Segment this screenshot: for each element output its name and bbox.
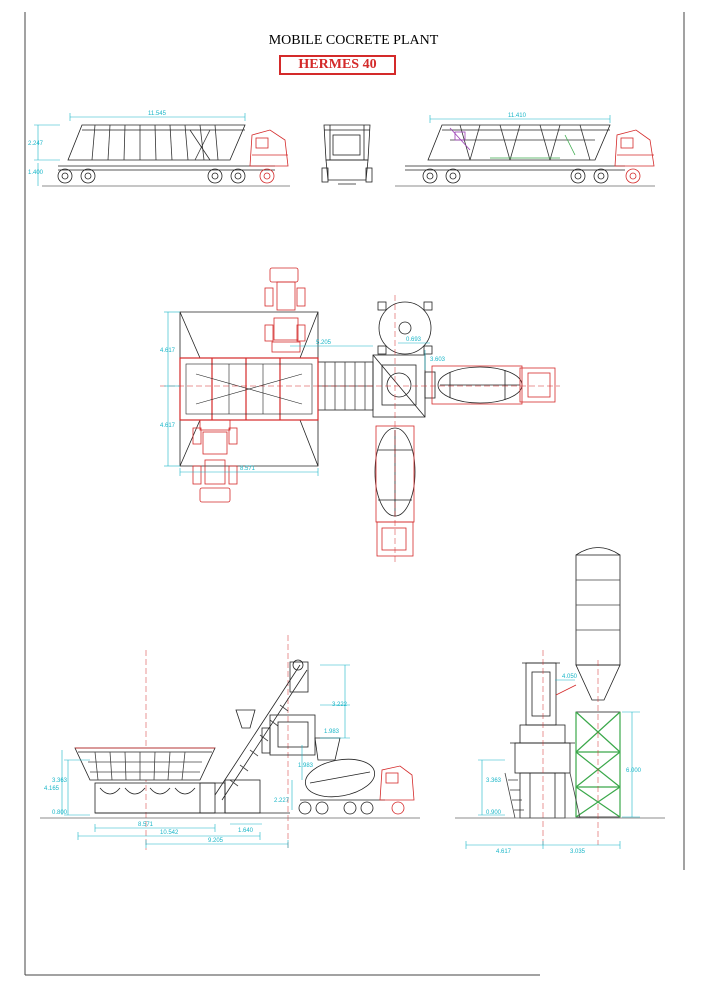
elevation-mixer-truck-cab — [379, 765, 415, 815]
elevation-conveyor-tower — [214, 659, 341, 814]
mixer-truck-right — [437, 366, 523, 404]
dim-plan-half-bottom: 4.617 — [160, 423, 176, 429]
dim-side-ground: 1.400 — [28, 170, 44, 176]
dim-elev-width: 8.571 — [138, 822, 154, 828]
drawing-title: MOBILE COCRETE PLANT — [268, 33, 439, 48]
wheel-loader-bottom — [192, 419, 238, 503]
front-tower — [504, 662, 581, 819]
dim-front-silo-angle: 4.050 — [562, 674, 578, 680]
transport-side-view-left — [42, 124, 290, 187]
dim-elev-length: 10.542 — [160, 830, 179, 836]
front-dimension-lines — [465, 679, 640, 849]
plan-axes — [160, 295, 560, 565]
dim-front-height: 3.363 — [486, 778, 502, 784]
wheel-loader-top — [264, 267, 306, 353]
transport-rear-view — [321, 124, 373, 185]
front-axes — [542, 650, 599, 845]
mixer-truck-right-cab — [431, 365, 556, 405]
dim-front-base: 0.900 — [486, 810, 502, 816]
transport-side-view-right — [395, 124, 655, 187]
dim-elev-skip: 2.227 — [274, 798, 290, 804]
truck-cab-right — [614, 129, 655, 184]
dim-elev-height-a: 3.363 — [52, 778, 68, 784]
dim-front-silo-height: 6.000 — [626, 768, 642, 774]
dim-elev-base: 0.800 — [52, 810, 68, 816]
dim-front-width-right: 3.035 — [570, 849, 586, 855]
dimension-lines-top-left — [34, 113, 246, 186]
plan-dimension-lines — [164, 311, 430, 476]
dim-side-height: 2.247 — [28, 141, 44, 147]
dim-elev-gap: 1.640 — [238, 828, 254, 834]
dim-plan-mixer: 3.603 — [430, 357, 446, 363]
truck-cab-left — [249, 129, 289, 184]
dim-side-length-right: 11.410 — [508, 113, 527, 119]
elevation-dimension-lines — [61, 664, 350, 848]
dim-front-width-left: 4.617 — [496, 849, 512, 855]
sheet-frame — [24, 12, 685, 976]
dim-elev-mid: 1.983 — [324, 729, 340, 735]
dimension-lines-top-right — [429, 115, 611, 123]
dim-plan-conveyor: 5.205 — [316, 340, 332, 346]
dim-plan-silo: 0.693 — [406, 337, 422, 343]
dim-elev-low: 1.983 — [298, 763, 314, 769]
dim-side-length-left: 11.545 — [148, 111, 167, 117]
elevation-mixer-truck — [298, 758, 385, 815]
plan-view-bin-outline — [179, 357, 319, 421]
dim-elev-top: 3.222 — [332, 702, 348, 708]
model-label: HERMES 40 — [279, 55, 396, 75]
plan-view-bin-inner — [185, 363, 313, 415]
dim-elev-height-b: 4.165 — [44, 786, 60, 792]
dim-elev-total: 9.205 — [208, 838, 224, 844]
elevation-bin — [74, 747, 226, 814]
dim-plan-width: 8.571 — [240, 466, 256, 472]
plan-view-structure — [179, 301, 436, 467]
dim-plan-half-top: 4.617 — [160, 348, 176, 354]
